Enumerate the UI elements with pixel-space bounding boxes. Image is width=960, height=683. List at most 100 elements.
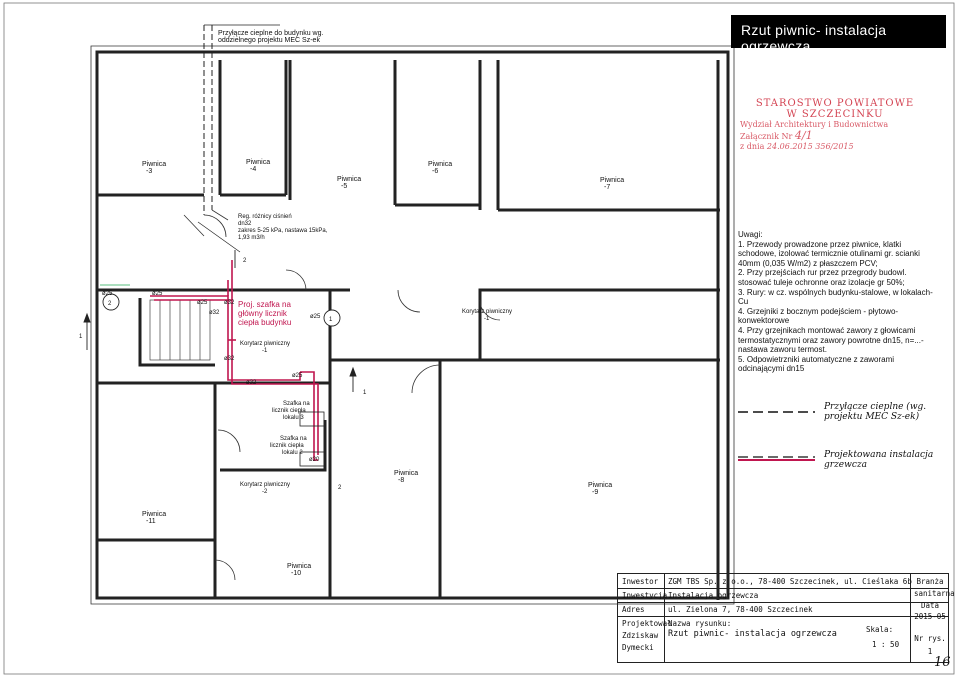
room-10-number: -10: [291, 570, 301, 577]
stamp-line-2: W SZCZECINKU: [786, 109, 884, 120]
room-3-number: -3: [146, 168, 152, 175]
fitting-annotations: Reg. różnicy ciśnień dn32 zakres 5-25 kP…: [79, 214, 367, 491]
tb-adres-label: Adres: [622, 605, 645, 614]
tb-drawing-row: Projektował Zdziskaw Dymecki Nazwa rysun…: [618, 616, 948, 662]
dim-32-d: ø32: [246, 380, 257, 386]
stamp-annex-number: 4/1: [794, 129, 813, 142]
room-7-number: -7: [604, 184, 610, 191]
tb-nazwa-label: Nazwa rysunku:: [668, 619, 732, 628]
tb-designer-first-name: Zdziskaw: [622, 631, 659, 640]
cabinet3-label-2: licznik ciepła: [272, 408, 306, 414]
dim-25-c: ø25: [197, 300, 208, 306]
tb-branza: sanitarna: [914, 589, 955, 598]
tb-skala-label: Skala:: [866, 625, 894, 634]
dim-32-a: ø32: [224, 300, 235, 306]
tb-data: 2015-05: [914, 612, 946, 621]
dim-25-d: ø25: [310, 314, 321, 320]
dim-25-b: ø25: [152, 291, 163, 297]
dim-32-b: ø32: [209, 310, 220, 316]
legend: Przyłącze cieplne (wg. projektu MEC Sz-e…: [738, 398, 948, 478]
room-6-number: -6: [432, 168, 438, 175]
title-block: Inwestor ZGM TBS Sp. z o.o., 78-400 Szcz…: [617, 573, 955, 663]
note-item: 4. Grzejniki z bocznym podejściem - płyt…: [738, 306, 899, 326]
room-6-name: Piwnica: [428, 161, 452, 168]
stamp-line-4: Załącznik Nr 4/1: [740, 129, 930, 142]
tb-nr: 1: [927, 647, 933, 656]
tb-inwestor-row: Inwestor ZGM TBS Sp. z o.o., 78-400 Szcz…: [618, 574, 948, 589]
sheet-border: [3, 2, 955, 675]
riser-2b-label: 2: [338, 485, 342, 491]
callout-2: [102, 293, 120, 311]
corridor-1a-name: Korytarz piwniczny: [240, 341, 290, 347]
note-item: 3. Rury: w cz. wspólnych budynku-stalowe…: [738, 287, 935, 307]
tb-adres: ul. Zielona 7, 78-400 Szczecinek: [668, 605, 813, 614]
room-9-name: Piwnica: [588, 482, 612, 489]
cabinet3-label-1: Szafka na: [283, 401, 310, 407]
tb-inwestycja-row: Inwestycja Instalacja ogrzewcza: [618, 588, 948, 603]
corridor-2-name: Korytarz piwniczny: [240, 482, 290, 488]
corridor-1b-number: -1: [484, 316, 490, 322]
legend-item-connection: Przyłącze cieplne (wg. projektu MEC Sz-e…: [824, 402, 927, 422]
room-3-name: Piwnica: [142, 161, 166, 168]
tb-data-label: Data: [920, 601, 940, 610]
stamp-date-label: z dnia: [740, 142, 765, 151]
corridor-1b-name: Korytarz piwniczny: [462, 309, 512, 315]
stamp-annex-label: Załącznik Nr: [740, 132, 793, 141]
main-meter-label-3: ciepła budynku: [238, 318, 291, 327]
meter-cabinet-2: [299, 451, 325, 467]
callout-1: [323, 309, 341, 327]
tb-branza-label: Branża: [916, 577, 944, 586]
room-5-name: Piwnica: [337, 176, 361, 183]
note-heat-connection-1: Przyłącze cieplne do budynku wg.: [218, 30, 324, 37]
room-10-name: Piwnica: [287, 563, 311, 570]
note-item: 1. Przewody prowadzone przez piwnice, kl…: [738, 239, 923, 268]
staircase: [149, 299, 211, 361]
notes-heading: Uwagi:: [738, 230, 763, 239]
riser-2-label: 2: [243, 258, 247, 264]
heating-pipes: [150, 260, 319, 461]
room-7-name: Piwnica: [600, 177, 624, 184]
tb-inwestycja-label: Inwestycja: [622, 591, 668, 600]
room-11-name: Piwnica: [142, 511, 166, 518]
room-5-number: -5: [341, 183, 347, 190]
stamp-line-3: Wydział Architektury i Budownictwa: [740, 120, 889, 129]
tb-projektowal-label: Projektował: [622, 619, 672, 628]
regulator-label-1: Reg. różnicy ciśnień: [238, 214, 292, 220]
callout-1-text: 1: [329, 317, 333, 323]
cabinet3-label-3: lokalu 3: [283, 415, 304, 421]
note-item: 4. Przy grzejnikach montować zawory z gł…: [738, 325, 924, 355]
room-4-number: -4: [250, 166, 256, 173]
room-labels: Piwnica -3 Piwnica -4 Piwnica -5 Piwnica…: [142, 159, 624, 577]
room-8-number: -8: [398, 477, 404, 484]
regulator-label-2: dn32: [238, 221, 252, 227]
stamp-date: 24.06.2015: [766, 142, 813, 151]
main-meter-label-1: Proj. szafka na: [238, 300, 291, 309]
cabinet2-label-1: Szafka na: [280, 436, 307, 442]
dim-20: ø20: [309, 457, 320, 463]
tb-inwestycja: Instalacja ogrzewcza: [668, 591, 759, 600]
cabinet2-label-3: lokalu 2: [282, 450, 303, 456]
tb-adres-row: Adres ul. Zielona 7, 78-400 Szczecinek: [618, 602, 948, 617]
regulator-label-3: zakres 5-25 kPa, nastawa 15kPa,: [238, 228, 328, 234]
room-9-number: -9: [592, 489, 598, 496]
room-4-name: Piwnica: [246, 159, 270, 166]
note-item: 2. Przy przejściach rur przez przegrody …: [738, 268, 909, 287]
tb-inwestor-label: Inwestor: [622, 577, 659, 586]
main-meter-label-2: główny licznik: [238, 309, 288, 318]
section-1b-label: 1: [363, 390, 367, 396]
tb-nazwa: Rzut piwnic- instalacja ogrzewcza: [668, 629, 837, 639]
regulator-label-4: 1,93 m3/h: [238, 235, 265, 241]
corridor-1a-number: -1: [262, 348, 268, 354]
approval-stamp: STAROSTWO POWIATOWE W SZCZECINKU Wydział…: [740, 98, 930, 178]
note-heat-connection-2: oddzielnego projektu MEC Sz-ek: [218, 37, 320, 44]
legend-item-heating: Projektowana instalacja grzewcza: [824, 450, 934, 470]
sheet-title: Rzut piwnic- instalacja ogrzewcza: [741, 22, 887, 54]
room-8-name: Piwnica: [394, 470, 418, 477]
tb-nr-label: Nr rys.: [914, 634, 946, 643]
tb-designer-last-name: Dymecki: [622, 643, 654, 652]
meter-cabinet-3: [299, 411, 325, 427]
door-swings: [183, 209, 501, 581]
dim-32-c: ø32: [224, 356, 235, 362]
notes-block: Uwagi: 1. Przewody prowadzone przez piwn…: [738, 230, 938, 374]
